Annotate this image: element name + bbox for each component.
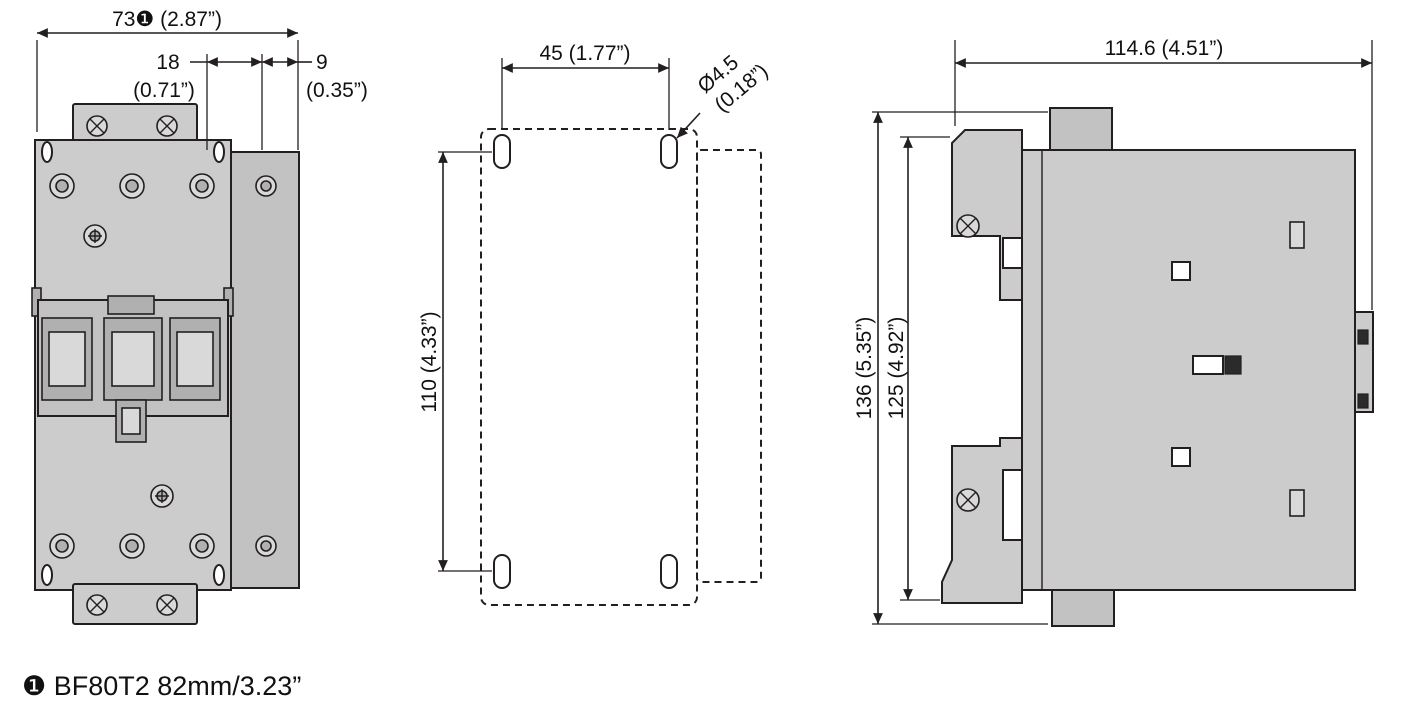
terminal-slot xyxy=(1289,221,1305,249)
dim-label-hole-pitch-h: 45 (1.77”) xyxy=(539,42,630,65)
screw-cross-icon xyxy=(155,489,169,503)
ear-slot xyxy=(213,141,225,163)
dim-label-mounting-height: 125 (4.92”) xyxy=(885,317,908,420)
screw-cross-icon xyxy=(159,118,175,134)
leader-line-hole-dia xyxy=(676,112,701,139)
pole-contact xyxy=(48,331,86,387)
ear-slot xyxy=(41,141,53,163)
terminal-inner xyxy=(260,180,272,192)
front-view-dimensions: 73❶ (2.87”) 18 (0.71”) 9 (0.35”) xyxy=(36,8,368,150)
terminal-slot xyxy=(1289,489,1305,517)
pole-contact xyxy=(176,331,214,387)
dim-label-overall-depth: 114.6 (4.51”) xyxy=(1105,37,1224,60)
terminal-inner xyxy=(55,539,69,553)
terminal-slot xyxy=(1171,261,1191,281)
terminal-inner xyxy=(195,179,209,193)
screw-cross-icon xyxy=(959,491,977,509)
indicator-window xyxy=(1192,355,1224,375)
dim-label-overall-width: 73❶ (2.87”) xyxy=(112,8,222,31)
ear-slot xyxy=(213,564,225,586)
front-view xyxy=(31,103,300,625)
side-main-body xyxy=(1021,149,1356,591)
front-side-panel xyxy=(230,151,300,589)
dim-label-overall-height: 136 (5.35”) xyxy=(853,317,876,420)
screw-cross-icon xyxy=(89,597,105,613)
side-view xyxy=(941,107,1374,627)
ear-slot xyxy=(41,564,53,586)
screw-cross-icon xyxy=(959,217,977,235)
protrusion-mark xyxy=(1357,329,1369,345)
dim-label-panel-mm: 9 xyxy=(316,51,328,74)
pole-contact xyxy=(111,331,155,387)
terminal-inner xyxy=(125,539,139,553)
terminal-inner xyxy=(260,540,272,552)
dim-label-hole-pitch-v: 110 (4.33”) xyxy=(418,311,441,412)
terminal-inner xyxy=(125,179,139,193)
terminal-inner xyxy=(195,539,209,553)
screw-cross-icon xyxy=(88,229,102,243)
mounting-hole xyxy=(660,134,678,169)
mounting-hole xyxy=(493,554,511,589)
dim-label-offset-in: (0.71”) xyxy=(133,79,195,102)
mounting-outline xyxy=(480,128,698,606)
footnote-model-note: ❶ BF80T2 82mm/3.23” xyxy=(22,671,301,701)
mounting-hole xyxy=(493,134,511,169)
screw-cross-icon xyxy=(159,597,175,613)
terminal-slot xyxy=(1171,447,1191,467)
side-bottom-claw xyxy=(941,437,1023,604)
mounting-pattern-view: 45 (1.77”) Ø4.5 (0.18”) 110 (4.33”) xyxy=(418,42,773,606)
pole-latch xyxy=(107,295,155,315)
screw-cross-icon xyxy=(89,118,105,134)
crossbar-inner xyxy=(121,407,141,435)
terminal-inner xyxy=(55,179,69,193)
dim-label-panel-in: (0.35”) xyxy=(306,79,368,102)
indicator-mark xyxy=(1224,355,1242,375)
mounting-accessory-outline xyxy=(696,149,762,583)
side-view-dimensions: 114.6 (4.51”) 136 (5.35”) 125 (4.92”) xyxy=(853,37,1373,625)
dim-label-offset-mm: 18 xyxy=(156,51,179,74)
mounting-hole xyxy=(660,554,678,589)
protrusion-mark xyxy=(1357,393,1369,409)
side-top-claw xyxy=(951,129,1023,301)
